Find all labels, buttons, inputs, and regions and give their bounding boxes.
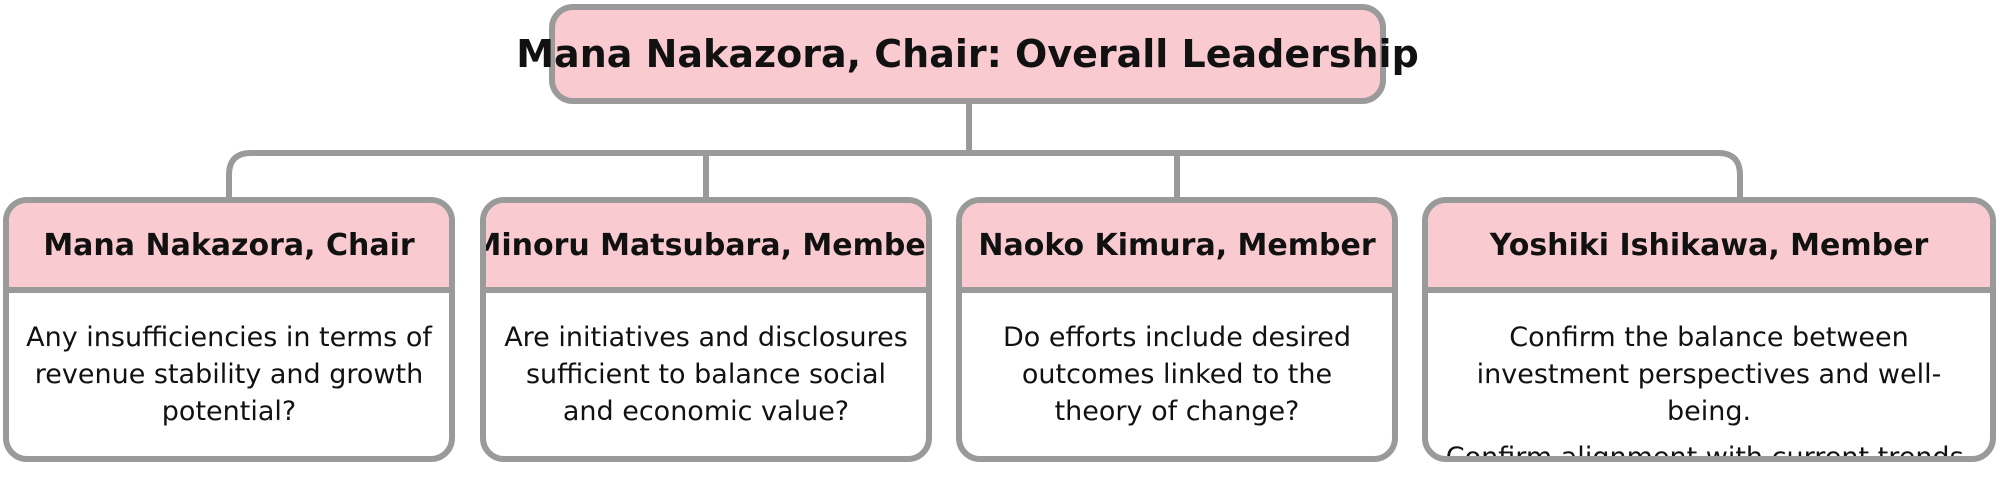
member-question: Confirm alignment with current trends. [1445,442,1973,462]
member-card-nakazora: Mana Nakazora, Chair Any insufficiencies… [3,197,455,462]
member-card-ishikawa: Yoshiki Ishikawa, Member Confirm the bal… [1422,197,1996,462]
root-node-box: Mana Nakazora, Chair: Overall Leadership [516,4,1419,104]
member-name: Mana Nakazora, Chair [43,227,415,263]
member-name: Yoshiki Ishikawa, Member [1489,227,1929,263]
member-name: Minoru Matsubara, Member [480,227,932,263]
member-card-body: Do efforts include desired outcomes link… [962,293,1392,430]
horizontal-bus-line [226,150,1743,198]
member-name: Naoko Kimura, Member [978,227,1376,263]
member-card-header: Mana Nakazora, Chair [9,203,449,293]
member-card-body: Confirm the balance between investment p… [1428,293,1990,462]
member-question: Confirm the balance between investment p… [1476,322,1942,427]
member-card-header: Minoru Matsubara, Member [486,203,926,293]
root-node-title: Mana Nakazora, Chair: Overall Leadership [516,32,1419,76]
member-card-matsubara: Minoru Matsubara, Member Are initiatives… [480,197,932,462]
member-card-kimura: Naoko Kimura, Member Do efforts include … [956,197,1398,462]
member-question: Any insufficiencies in terms of revenue … [26,322,432,427]
member-card-header: Yoshiki Ishikawa, Member [1428,203,1990,293]
member-card-body: Any insufficiencies in terms of revenue … [9,293,449,430]
member-card-header: Naoko Kimura, Member [962,203,1392,293]
member-question: Are initiatives and disclosures sufficie… [504,322,908,427]
member-card-body: Are initiatives and disclosures sufficie… [486,293,926,430]
member-question: Do efforts include desired outcomes link… [1003,322,1351,427]
